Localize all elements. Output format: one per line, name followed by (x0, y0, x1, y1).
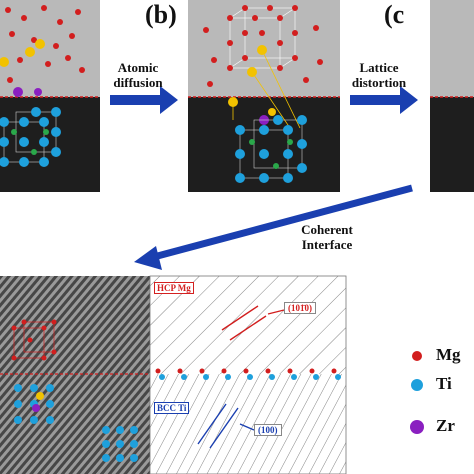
panel-c-label: (c (384, 0, 405, 29)
panel-b (188, 0, 340, 192)
panel-a-upper-phase (0, 0, 100, 97)
coherent-interface-label: Coherent Interface (292, 222, 362, 252)
bcc-plane-marker (197, 403, 255, 449)
hcp-plane-label: (101̄0) (284, 302, 316, 314)
hcp-mg-label: HCP Mg (154, 282, 194, 294)
panel-c (430, 0, 474, 192)
lattice-schematic (149, 275, 347, 474)
tem-image (0, 276, 150, 474)
panel-b-ti-atoms (235, 115, 307, 183)
coherent-interface-line1: Coherent (301, 222, 353, 237)
interface-ti-atoms (159, 374, 341, 380)
atomic-diffusion-line1: Atomic (117, 60, 159, 75)
interface-mg-atoms (155, 368, 337, 374)
tem-mg-overlay-atoms (11, 319, 57, 361)
coherent-interface-line2: Interface (301, 237, 353, 252)
legend-ti-label: Ti (436, 374, 452, 393)
lattice-distortion-line1: Lattice (359, 60, 399, 75)
panel-b-diffusion-paths (232, 49, 301, 129)
lattice-distortion-arrow (350, 86, 418, 114)
panel-b-green-atoms (249, 139, 293, 169)
atomic-diffusion-label: Atomic diffusion (106, 60, 170, 90)
coherent-interface-arrow (134, 184, 413, 270)
hcp-plane-marker (221, 305, 285, 341)
tem-solute-overlay (32, 392, 44, 412)
panel-c-lower-phase (430, 97, 474, 192)
panel-b-label: (b) (145, 0, 177, 29)
lattice-distortion-line2: distortion (351, 75, 407, 90)
panel-a-mg-lattice (5, 5, 85, 83)
legend-ti-marker (411, 379, 423, 391)
panel-a-solute-atoms (0, 39, 45, 97)
atomic-diffusion-line2: diffusion (113, 75, 163, 90)
bcc-plane-label: (100) (254, 424, 282, 436)
legend-markers (410, 351, 424, 434)
tem-micrograph (0, 276, 150, 474)
tem-mg-overlay (13, 321, 55, 359)
atomic-diffusion-arrow (110, 86, 178, 114)
legend-mg-marker (412, 351, 422, 361)
panel-a-ti-atoms (0, 107, 61, 167)
legend-mg-label: Mg (436, 345, 461, 364)
legend-zr-marker (410, 420, 424, 434)
panel-a-lower-phase (0, 97, 100, 192)
panel-b-mg-atoms (203, 5, 323, 87)
tem-ti-overlay-left (14, 384, 54, 424)
tem-ti-overlay-right (102, 426, 138, 462)
bcc-ti-label: BCC Ti (154, 402, 190, 414)
panel-a (0, 0, 100, 192)
legend-zr-label: Zr (436, 416, 455, 435)
panel-c-upper-phase (430, 0, 474, 97)
schematic-frame (149, 275, 347, 474)
bcc-hatch-region (150, 374, 346, 474)
lattice-distortion-label: Lattice distortion (346, 60, 412, 90)
panel-a-green-atoms (11, 129, 49, 155)
